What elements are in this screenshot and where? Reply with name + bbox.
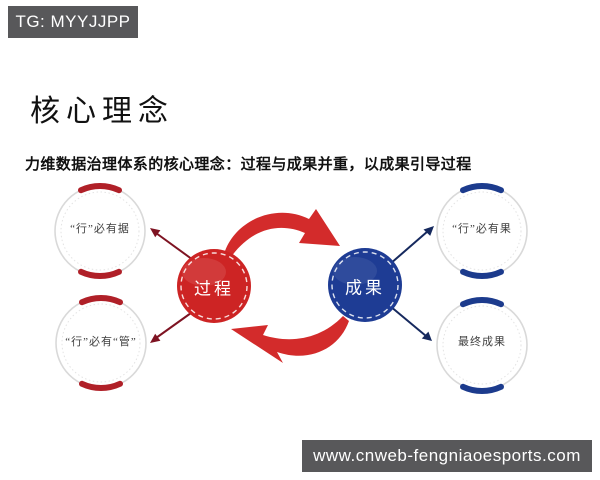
inner-dotted-ring: [61, 303, 141, 383]
cycle-arrow-bottom-icon: [231, 316, 349, 363]
process-highlight: [182, 258, 226, 286]
inner-dotted-ring: [442, 191, 522, 271]
arrowhead-top-left-icon: [150, 228, 161, 238]
satellite-label-bottom-right: 最终成果: [458, 336, 506, 348]
process-circle: [177, 249, 251, 323]
watermark-badge: TG: MYYJJPP: [8, 6, 138, 38]
arrow-line-bottom-right: [389, 305, 427, 337]
accent-cap-top: [79, 294, 123, 306]
arrowhead-top-right-icon: [423, 226, 434, 236]
accent-cap-top: [460, 296, 504, 308]
satellite-bottom-right: [436, 296, 528, 395]
inner-dotted-ring: [60, 191, 140, 271]
right-connectors: [389, 226, 434, 341]
process-label: 过程: [194, 279, 234, 299]
satellite-top-left: [54, 182, 146, 280]
watermark-url: www.cnweb-fengniaoesports.com: [302, 440, 592, 472]
accent-cap-bottom: [79, 380, 123, 392]
accent-cap-bottom: [460, 268, 504, 280]
result-node: [328, 248, 402, 322]
accent-cap-bottom: [78, 268, 122, 280]
process-node: [177, 249, 251, 323]
cycle-arrow-top-icon: [225, 209, 340, 257]
satellite-label-top-left: “行”必有据: [70, 223, 130, 235]
satellite-top-right: [436, 182, 528, 280]
arrow-line-top-right: [389, 230, 429, 265]
process-dashed-ring: [180, 252, 248, 320]
result-highlight: [333, 257, 377, 285]
result-dashed-ring: [331, 251, 399, 319]
page-title: 核心理念: [30, 95, 174, 128]
subtitle: 力维数据治理体系的核心理念：过程与成果并重，以成果引导过程: [25, 157, 472, 173]
accent-cap-top: [460, 182, 504, 194]
satellite-label-bottom-left: “行”必有“管”: [65, 336, 137, 348]
satellite-label-top-right: “行”必有果: [452, 223, 512, 235]
satellite-bottom-left: [55, 294, 147, 392]
accent-cap-bottom: [460, 383, 504, 395]
arrowhead-bottom-right-icon: [421, 331, 432, 341]
inner-dotted-ring: [442, 305, 522, 385]
result-label: 成果: [345, 278, 385, 298]
result-circle: [328, 248, 402, 322]
accent-cap-top: [78, 182, 122, 194]
arrowhead-bottom-left-icon: [150, 333, 161, 343]
